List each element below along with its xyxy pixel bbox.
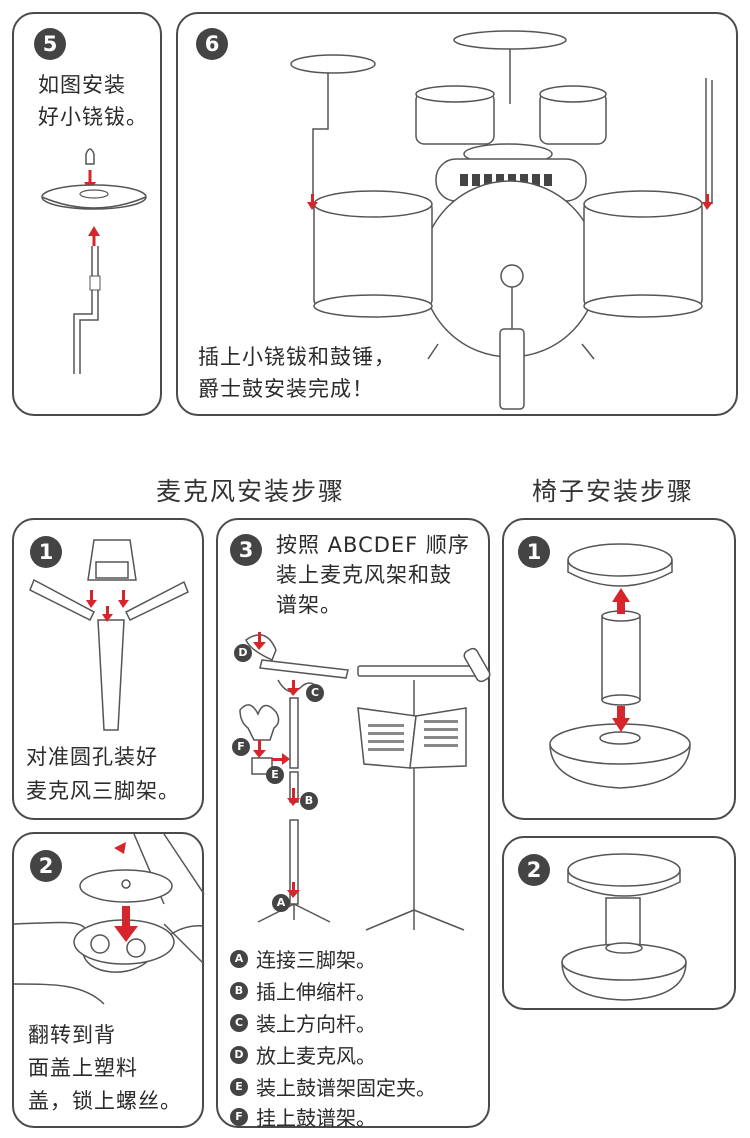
- mic-step1-line1: 对准圆孔装好: [26, 742, 158, 773]
- legend-item-d: D 放上麦克风。: [230, 1040, 376, 1069]
- legend-item-b: B 插上伸缩杆。: [230, 976, 376, 1005]
- assembled-chair-illustration: [504, 838, 738, 1012]
- legend-text: 连接三脚架。: [256, 944, 376, 973]
- callout-label-a: A: [272, 894, 290, 912]
- legend-item-c: C 装上方向杆。: [230, 1008, 376, 1037]
- chair-section-heading: 椅子安装步骤: [532, 472, 694, 508]
- legend-key: E: [230, 1078, 248, 1096]
- step6-line2: 爵士鼓安装完成！: [198, 374, 374, 405]
- legend-text: 插上伸缩杆。: [256, 976, 376, 1005]
- step5-panel: 5 如图安装 好小铙钹。: [12, 12, 162, 416]
- chair-step1-panel: 1: [502, 518, 736, 820]
- mic-step2-line1: 翻转到背: [28, 1020, 116, 1051]
- step6-line1: 插上小铙钹和鼓锤，: [198, 342, 396, 373]
- mic-section-heading: 麦克风安装步骤: [156, 472, 345, 508]
- legend-item-f: F 挂上鼓谱架。: [230, 1102, 376, 1131]
- callout-label-c: C: [306, 684, 324, 702]
- legend-text: 装上方向杆。: [256, 1008, 376, 1037]
- legend-key: F: [230, 1108, 248, 1126]
- legend-key: B: [230, 982, 248, 1000]
- callout-label-f: F: [232, 738, 250, 756]
- legend-key: A: [230, 950, 248, 968]
- mic-step2-panel: 2 翻转到背 面盖上塑料 盖，锁上螺丝。: [12, 832, 204, 1128]
- legend-key: C: [230, 1014, 248, 1032]
- chair-parts-illustration: [504, 520, 738, 822]
- mic-step2-line3: 盖，锁上螺丝。: [28, 1086, 182, 1117]
- mic-stand-illustration: [218, 520, 492, 940]
- legend-text: 装上鼓谱架固定夹。: [256, 1072, 436, 1101]
- legend-item-e: E 装上鼓谱架固定夹。: [230, 1072, 436, 1101]
- legend-key: D: [230, 1046, 248, 1064]
- step6-panel: 6: [176, 12, 738, 416]
- mic-step1-panel: 1 对准圆孔装好 麦克风三脚架。: [12, 518, 204, 820]
- mic-step2-line2: 面盖上塑料: [28, 1053, 138, 1084]
- mic-step1-line2: 麦克风三脚架。: [26, 776, 180, 807]
- callout-label-e: E: [266, 766, 284, 784]
- callout-label-d: D: [234, 644, 252, 662]
- chair-step2-panel: 2: [502, 836, 736, 1010]
- small-cymbal-illustration: [14, 14, 164, 418]
- legend-text: 放上麦克风。: [256, 1040, 376, 1069]
- legend-text: 挂上鼓谱架。: [256, 1102, 376, 1131]
- callout-label-b: B: [300, 792, 318, 810]
- legend-item-a: A 连接三脚架。: [230, 944, 376, 973]
